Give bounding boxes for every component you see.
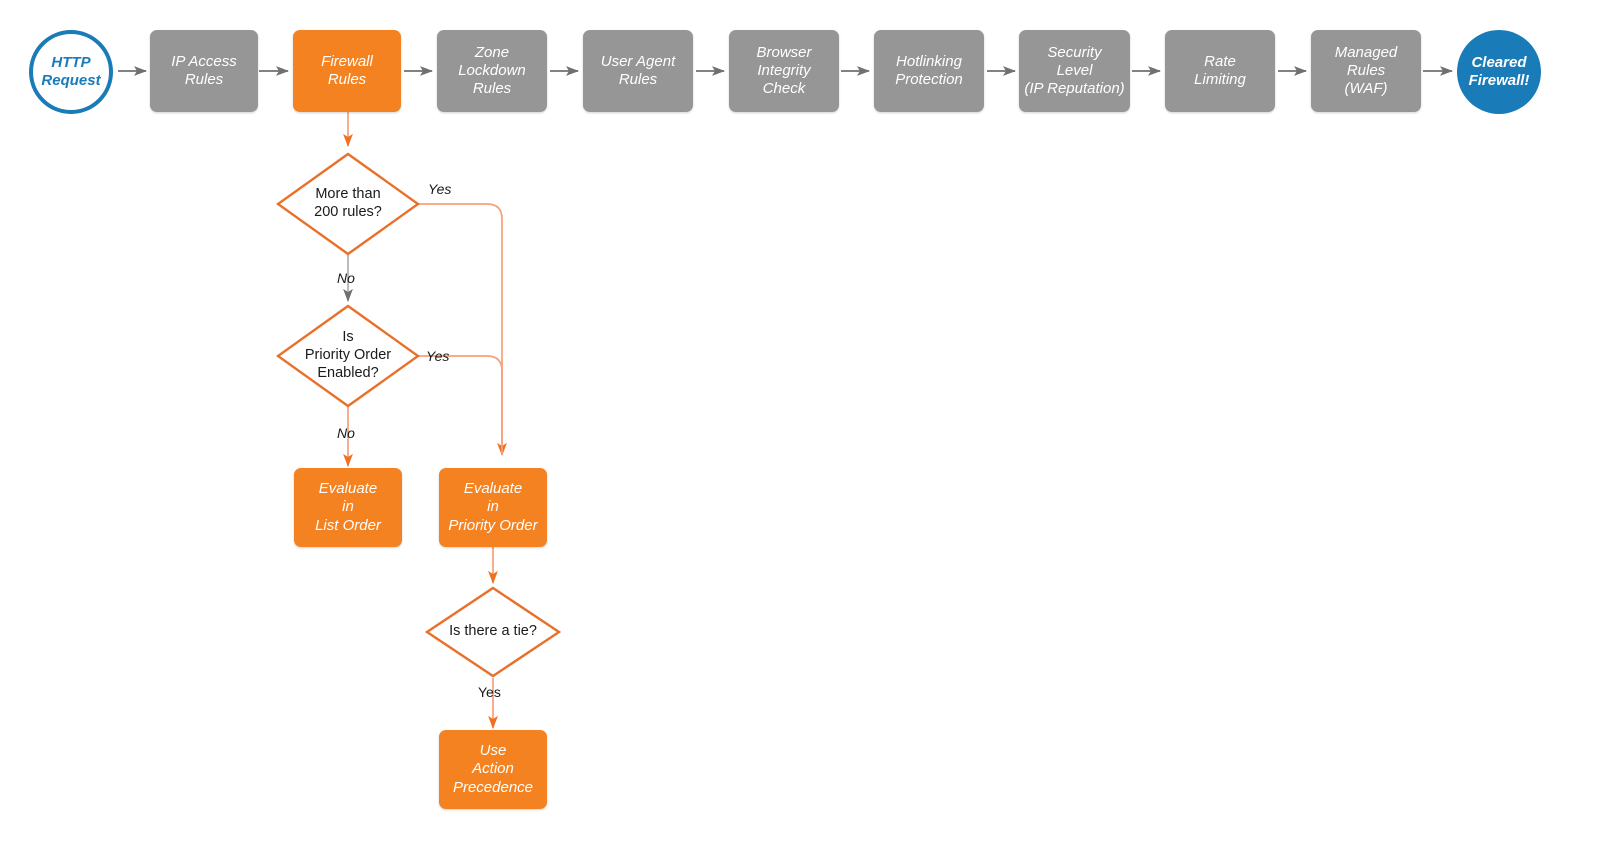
edge-more-than-200-yes [416, 203, 507, 457]
diamond-shape-is-there-a-tie [425, 586, 561, 678]
node-hotlinking-protection-label: Hotlinking Protection [895, 52, 963, 88]
node-rate-limiting[interactable]: Rate Limiting [1165, 30, 1275, 112]
edge-label-more-than-200-yes: Yes [428, 181, 452, 197]
node-security-level[interactable]: Security Level (IP Reputation) [1019, 30, 1130, 112]
edge-label-priority-order-no: No [337, 425, 355, 441]
node-firewall-rules[interactable]: Firewall Rules [293, 30, 401, 112]
node-cleared-firewall-label: Cleared Firewall! [1468, 54, 1530, 89]
node-cleared-firewall[interactable]: Cleared Firewall! [1457, 30, 1541, 114]
node-browser-integrity-check-label: Browser Integrity Check [756, 43, 812, 98]
edge-priority-order-yes [416, 355, 503, 455]
node-decision-priority-order-enabled[interactable]: Is Priority Order Enabled? [276, 304, 420, 408]
node-security-level-label: Security Level (IP Reputation) [1024, 43, 1125, 98]
node-managed-rules-waf[interactable]: Managed Rules (WAF) [1311, 30, 1421, 112]
node-zone-lockdown-rules-label: Zone Lockdown Rules [458, 43, 526, 98]
edge-label-more-than-200-no: No [337, 270, 355, 286]
node-use-action-precedence[interactable]: Use Action Precedence [439, 730, 547, 809]
node-evaluate-in-list-order[interactable]: Evaluate in List Order [294, 468, 402, 547]
edge-label-tie-yes: Yes [478, 684, 501, 700]
node-user-agent-rules-label: User Agent Rules [600, 52, 676, 88]
node-firewall-rules-label: Firewall Rules [321, 52, 373, 88]
node-rate-limiting-label: Rate Limiting [1194, 52, 1246, 88]
node-zone-lockdown-rules[interactable]: Zone Lockdown Rules [437, 30, 547, 112]
node-ip-access-rules[interactable]: IP Access Rules [150, 30, 258, 112]
node-decision-priority-order-enabled-label: Is Priority Order Enabled? [304, 329, 392, 381]
node-decision-is-there-a-tie[interactable]: Is there a tie? [425, 586, 561, 678]
node-ip-access-rules-label: IP Access Rules [171, 52, 237, 88]
node-decision-more-than-200-rules[interactable]: More than 200 rules? [276, 152, 420, 256]
node-http-request[interactable]: HTTP Request [29, 30, 113, 114]
diamond-shape-more-than-200 [276, 152, 420, 256]
node-evaluate-in-list-order-label: Evaluate in List Order [315, 480, 381, 534]
node-http-request-label: HTTP Request [41, 54, 101, 89]
node-decision-more-than-200-rules-label: More than 200 rules? [314, 186, 382, 220]
node-evaluate-in-priority-order[interactable]: Evaluate in Priority Order [439, 468, 547, 547]
node-browser-integrity-check[interactable]: Browser Integrity Check [729, 30, 839, 112]
diamond-shape-priority-order [276, 304, 420, 408]
node-hotlinking-protection[interactable]: Hotlinking Protection [874, 30, 984, 112]
node-managed-rules-waf-label: Managed Rules (WAF) [1334, 43, 1398, 98]
edge-label-priority-order-yes: Yes [426, 348, 450, 364]
node-evaluate-in-priority-order-label: Evaluate in Priority Order [448, 480, 538, 534]
node-decision-is-there-a-tie-label: Is there a tie? [449, 623, 537, 640]
node-use-action-precedence-label: Use Action Precedence [452, 742, 534, 796]
node-user-agent-rules[interactable]: User Agent Rules [583, 30, 693, 112]
